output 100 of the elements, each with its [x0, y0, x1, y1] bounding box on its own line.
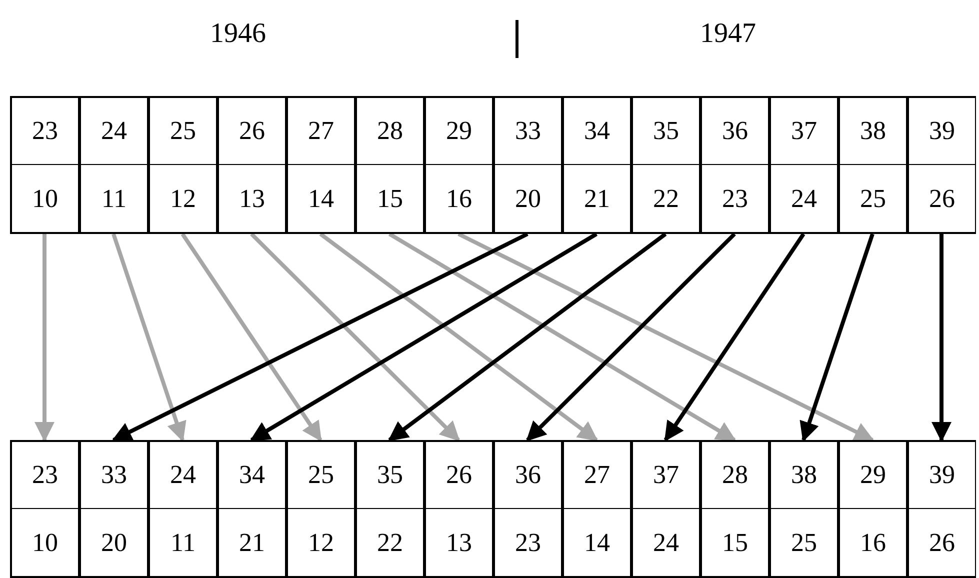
- table-cell: 29: [840, 442, 906, 509]
- arrow: [388, 232, 736, 442]
- table-column: [355, 96, 424, 234]
- table-cell: 36: [702, 98, 768, 165]
- table-cell-text: 23: [721, 182, 749, 214]
- table-cell: 38: [840, 98, 906, 165]
- table-cell-text: 24: [790, 182, 818, 214]
- table-cell-text: 12: [307, 526, 335, 558]
- table-column: [562, 440, 631, 578]
- arrow: [112, 233, 186, 442]
- table-cell: 36: [495, 442, 561, 509]
- table-cell-text: 15: [721, 526, 749, 558]
- table-cell-text: 23: [514, 526, 542, 558]
- table-cell-text: 11: [100, 182, 128, 214]
- table-column: [79, 440, 148, 578]
- table-cell: 39: [909, 442, 975, 509]
- table-cell-text: 26: [928, 526, 956, 558]
- arrow: [112, 232, 528, 442]
- table-cell: 38: [771, 442, 837, 509]
- table-cell-text: 25: [790, 526, 818, 558]
- table-cell-text: 11: [169, 526, 197, 558]
- table-cell-text: 22: [652, 182, 680, 214]
- arrow: [250, 232, 460, 442]
- table-cell-text: 20: [100, 526, 128, 558]
- table-cell: 23: [12, 442, 78, 509]
- table-cell-text: 10: [31, 526, 59, 558]
- table-column: [79, 96, 148, 234]
- table-cell-text: 24: [652, 526, 680, 558]
- table-column: [10, 440, 79, 578]
- table-cell-text: 16: [445, 182, 473, 214]
- table-column: [148, 96, 217, 234]
- year-label: 1946: [210, 18, 266, 50]
- table-cell: 34: [564, 98, 630, 165]
- table-column: [10, 96, 79, 234]
- table-cell: 28: [357, 98, 423, 165]
- table-cell: 27: [288, 98, 354, 165]
- arrow: [526, 232, 736, 442]
- table-cell: 28: [702, 442, 768, 509]
- table-column: [217, 96, 286, 234]
- table-column: [631, 96, 700, 234]
- arrow: [932, 234, 952, 442]
- table-column: [631, 440, 700, 578]
- table-column: [700, 96, 769, 234]
- table-cell-text: 15: [376, 182, 404, 214]
- arrow: [388, 232, 667, 442]
- table-cell-text: 13: [445, 526, 473, 558]
- table-cell-text: 10: [31, 182, 59, 214]
- table-cell: 25: [288, 442, 354, 509]
- table-cell-text: 14: [583, 526, 611, 558]
- table-cell: 33: [81, 442, 147, 509]
- table-cell: 37: [771, 98, 837, 165]
- table-cell: 26: [426, 442, 492, 509]
- table-column: [148, 440, 217, 578]
- table-column: [217, 440, 286, 578]
- table-cell-text: 21: [238, 526, 266, 558]
- table-cell: 33: [495, 98, 561, 165]
- arrow: [250, 232, 598, 442]
- table-column: [700, 440, 769, 578]
- table-cell-text: 16: [859, 526, 887, 558]
- table-cell: 39: [909, 98, 975, 165]
- table-cell-text: 25: [859, 182, 887, 214]
- table-column: [838, 96, 907, 234]
- table-column: [355, 440, 424, 578]
- table-cell-text: 21: [583, 182, 611, 214]
- table-column: [769, 440, 838, 578]
- table-column: [424, 440, 493, 578]
- arrow: [34, 234, 54, 442]
- table-cell: 23: [12, 98, 78, 165]
- table-cell-text: 14: [307, 182, 335, 214]
- table-cell-text: 12: [169, 182, 197, 214]
- table-cell: 24: [150, 442, 216, 509]
- table-cell-text: 20: [514, 182, 542, 214]
- table-cell: 37: [633, 442, 699, 509]
- table-column: [493, 440, 562, 578]
- arrow: [458, 232, 874, 442]
- table-column: [907, 440, 976, 578]
- table-cell: 26: [219, 98, 285, 165]
- table-cell: 34: [219, 442, 285, 509]
- table-cell: 35: [633, 98, 699, 165]
- table-cell-text: 26: [928, 182, 956, 214]
- table-cell: 35: [357, 442, 423, 509]
- table-column: [769, 96, 838, 234]
- table-column: [493, 96, 562, 234]
- year-label: 1947: [700, 18, 756, 50]
- table-column: [562, 96, 631, 234]
- table-column: [838, 440, 907, 578]
- table-cell: 24: [81, 98, 147, 165]
- table-column: [286, 96, 355, 234]
- table-cell: 29: [426, 98, 492, 165]
- table-column: [907, 96, 976, 234]
- arrow: [800, 233, 874, 442]
- table-cell-text: 22: [376, 526, 404, 558]
- arrow: [319, 232, 598, 442]
- table-cell: 27: [564, 442, 630, 509]
- table-cell: 25: [150, 98, 216, 165]
- arrow: [180, 232, 322, 442]
- arrow: [664, 232, 806, 442]
- table-cell-text: 13: [238, 182, 266, 214]
- table-column: [286, 440, 355, 578]
- table-column: [424, 96, 493, 234]
